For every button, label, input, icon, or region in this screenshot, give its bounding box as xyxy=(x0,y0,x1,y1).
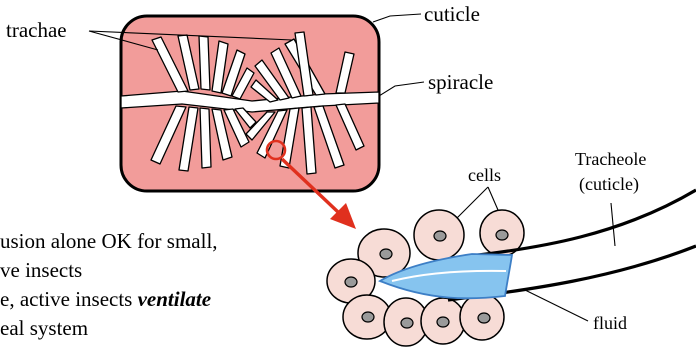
ventilate-emphasis: ventilate xyxy=(138,287,211,311)
body-text-line-3: e, active insects ventilate xyxy=(0,289,211,310)
spiracle-leader xyxy=(379,82,424,96)
tracheole-leader xyxy=(611,203,615,246)
tracheole-label-line1: Tracheole xyxy=(575,150,646,168)
body-text-line-3-start: e, active insects xyxy=(0,287,138,311)
cells-label: cells xyxy=(468,166,501,184)
tracheole-label-line2: (cuticle) xyxy=(579,175,639,193)
spiracle-label: spiracle xyxy=(428,72,493,93)
body-text-line-2: ve insects xyxy=(0,260,82,281)
nucleus xyxy=(380,249,392,259)
cuticle-label: cuticle xyxy=(424,4,480,25)
nucleus xyxy=(345,277,357,287)
fluid-label: fluid xyxy=(593,314,627,332)
nucleus xyxy=(496,230,508,240)
body-text-line-1: usion alone OK for small, xyxy=(0,231,218,252)
nucleus xyxy=(434,231,446,241)
cuticle-leader xyxy=(373,14,421,22)
nucleus xyxy=(478,313,490,323)
cells-leader-2 xyxy=(488,187,498,210)
trachae-label: trachae xyxy=(6,20,67,41)
nucleus xyxy=(437,317,449,327)
nucleus xyxy=(362,312,374,322)
cells-leader-1 xyxy=(457,187,488,218)
body-text-line-4: eal system xyxy=(0,318,88,339)
nucleus xyxy=(401,318,413,328)
fluid-leader xyxy=(523,289,588,321)
